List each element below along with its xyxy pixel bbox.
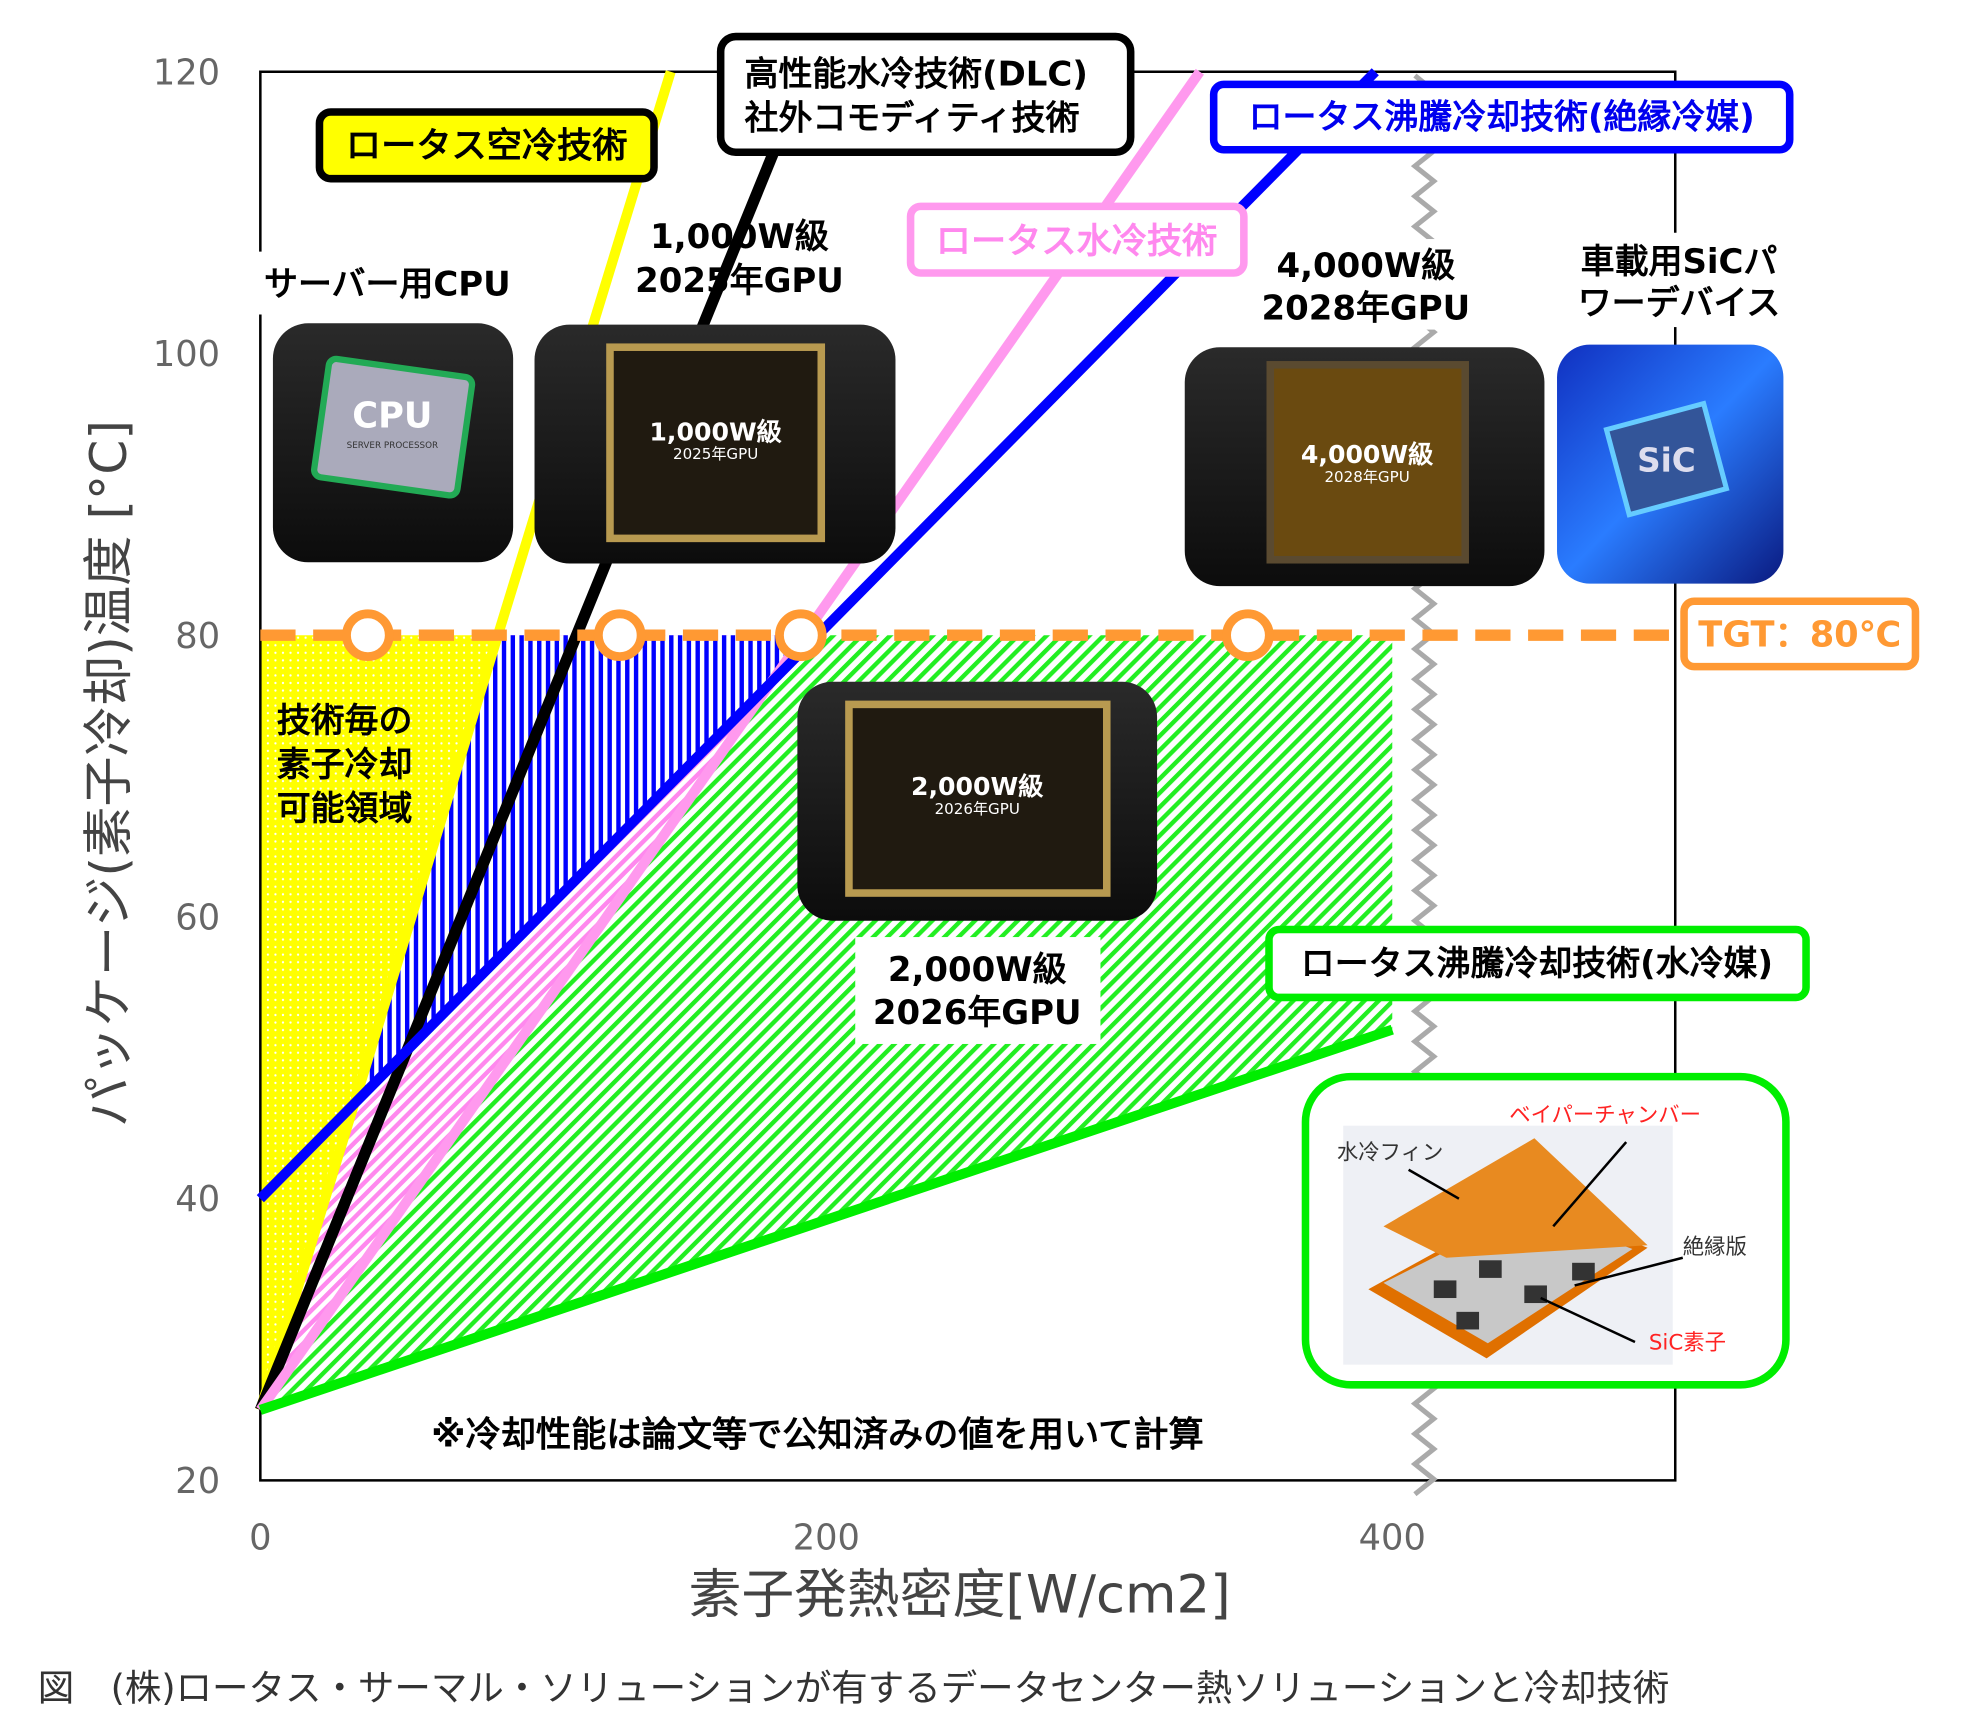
y-tick-label: 80	[175, 616, 220, 657]
device-label-4000w-year: 2028年GPU	[1262, 289, 1471, 329]
svg-text:ベイパーチャンバー: ベイパーチャンバー	[1509, 1103, 1701, 1128]
svg-text:高性能水冷技術(DLC): 高性能水冷技術(DLC)	[745, 55, 1088, 95]
svg-text:1,000W級: 1,000W級	[649, 417, 782, 446]
svg-text:ロータス水冷技術: ロータス水冷技術	[936, 221, 1218, 262]
svg-text:絶縁版: 絶縁版	[1683, 1235, 1747, 1260]
svg-text:SiC: SiC	[1637, 442, 1696, 480]
svg-text:ロータス沸騰冷却技術(水冷媒): ロータス沸騰冷却技術(水冷媒)	[1301, 944, 1773, 984]
target-marker	[342, 609, 394, 661]
y-tick-label: 20	[175, 1461, 220, 1502]
svg-text:4,000W級: 4,000W級	[1301, 440, 1434, 469]
plot-frame	[259, 70, 1677, 1482]
svg-text:社外コモディティ技術: 社外コモディティ技術	[745, 99, 1080, 139]
device-label-4000w: 4,000W級	[1276, 246, 1455, 286]
device-label-sic: 車載用SiCパ	[1581, 242, 1778, 282]
region-label-2: 素子冷却	[277, 745, 413, 785]
svg-text:2028年GPU: 2028年GPU	[1324, 468, 1409, 486]
y-tick-label: 120	[153, 52, 220, 93]
svg-text:ロータス沸騰冷却技術(絶縁冷媒): ロータス沸騰冷却技術(絶縁冷媒)	[1249, 97, 1755, 137]
gpu-4000w-image: 4,000W級 2028年GPU	[1184, 347, 1545, 587]
legend-boiling-insulating: ロータス沸騰冷却技術(絶縁冷媒)	[1209, 80, 1794, 154]
svg-text:2,000W級: 2,000W級	[911, 772, 1044, 801]
svg-text:ロータス空冷技術: ロータス空冷技術	[346, 125, 628, 166]
series-line-0	[255, 70, 676, 1412]
legend-air: ロータス空冷技術	[315, 108, 658, 183]
svg-text:TGT：80℃: TGT：80℃	[1698, 615, 1901, 656]
svg-text:SERVER PROCESSOR: SERVER PROCESSOR	[347, 441, 439, 451]
device-label-2000w: 2,000W級	[888, 950, 1067, 990]
note-text: ※冷却性能は論文等で公知済みの値を用いて計算	[431, 1414, 1203, 1455]
gpu-1000w-image: 1,000W級 2025年GPU	[534, 324, 896, 564]
device-label-1000w-year: 2025年GPU	[635, 261, 844, 301]
device-label-sic-2: ワーデバイス	[1578, 284, 1781, 324]
legend-boiling-water: ロータス沸騰冷却技術(水冷媒)	[1265, 925, 1810, 1002]
series-line-4	[258, 1024, 1394, 1415]
region-label-1: 技術毎の	[277, 701, 413, 741]
series-line-1	[255, 69, 812, 1413]
target-marker	[1222, 609, 1274, 661]
y-axis-label: パッケージ(素子冷却)温度 [°C]	[79, 420, 138, 1127]
figure-caption: 図 (株)ロータス・サーマル・ソリューションが有するデータセンター熱ソリューショ…	[38, 1666, 1670, 1709]
region-label-3: 可能領域	[277, 789, 413, 829]
svg-text:2026年GPU: 2026年GPU	[935, 800, 1020, 818]
cpu-image: CPU SERVER PROCESSOR	[272, 323, 514, 563]
inset-cooler-diagram: 水冷フィン ベイパーチャンバー 絶縁版 SiC素子	[1301, 1072, 1790, 1389]
device-label-2000w-year: 2026年GPU	[873, 993, 1082, 1033]
legend-dlc: 高性能水冷技術(DLC) 社外コモディティ技術	[716, 32, 1135, 157]
svg-text:2025年GPU: 2025年GPU	[673, 445, 758, 463]
target-marker	[593, 609, 646, 661]
y-tick-label: 60	[175, 898, 220, 939]
y-tick-label: 100	[153, 334, 220, 375]
x-tick-label: 0	[249, 1518, 271, 1559]
x-tick-label: 200	[793, 1518, 860, 1559]
series-line-2	[256, 68, 1204, 1413]
gpu-2000w-image: 2,000W級 2026年GPU	[797, 681, 1158, 921]
sic-device-image: SiC	[1557, 344, 1784, 584]
svg-text:水冷フィン: 水冷フィン	[1337, 1141, 1443, 1166]
x-axis-label: 素子発熱密度[W/cm2]	[689, 1564, 1231, 1625]
target-label: TGT：80℃	[1680, 597, 1920, 671]
device-label-1000w: 1,000W級	[650, 217, 829, 257]
legend-water: ロータス水冷技術	[906, 202, 1248, 277]
device-label-cpu: サーバー用CPU	[264, 265, 511, 305]
svg-text:CPU: CPU	[352, 396, 432, 437]
x-tick-label: 400	[1359, 1518, 1426, 1559]
y-tick-label: 40	[175, 1179, 220, 1220]
svg-text:SiC素子: SiC素子	[1649, 1331, 1726, 1356]
target-marker	[775, 609, 827, 661]
